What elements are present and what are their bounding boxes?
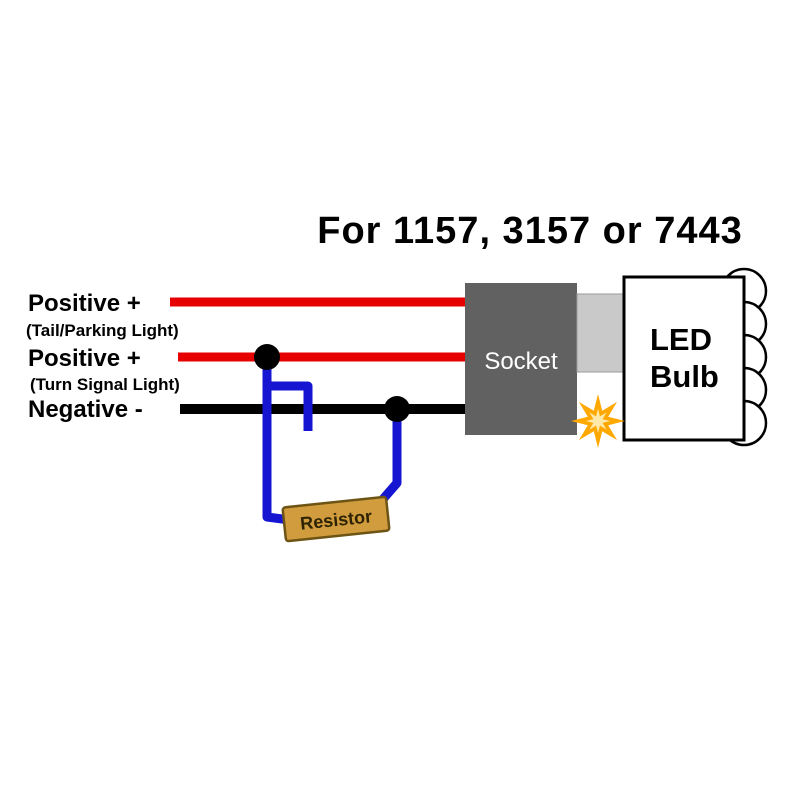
led-bulb-label-line1: LED: [650, 322, 712, 357]
resistor-wire-right: [373, 413, 402, 509]
resistor-wire-left: [262, 360, 291, 525]
led-bulb-label-line2: Bulb: [650, 359, 719, 394]
turn-signal-sublabel: (Turn Signal Light): [30, 375, 180, 394]
negative-label: Negative -: [28, 396, 143, 423]
socket-bulb-connector: [576, 293, 624, 373]
star-watermark-icon: [571, 394, 625, 448]
star-inner: [585, 408, 611, 434]
resistor-body: [281, 495, 391, 543]
led-bulb-box: [622, 275, 746, 442]
turn-signal-junction-dot: [254, 344, 280, 370]
tail-parking-label: Positive +: [28, 290, 141, 317]
resistor-wire-jog: [263, 381, 313, 431]
turn-signal-label: Positive +: [28, 345, 141, 372]
socket-box: [465, 283, 577, 435]
resistor: Resistor: [281, 495, 391, 543]
socket-label: Socket: [484, 348, 558, 375]
diagram-title: For 1157, 3157 or 7443: [317, 210, 743, 252]
tail-parking-sublabel: (Tail/Parking Light): [26, 321, 179, 340]
negative-junction-dot: [384, 396, 410, 422]
